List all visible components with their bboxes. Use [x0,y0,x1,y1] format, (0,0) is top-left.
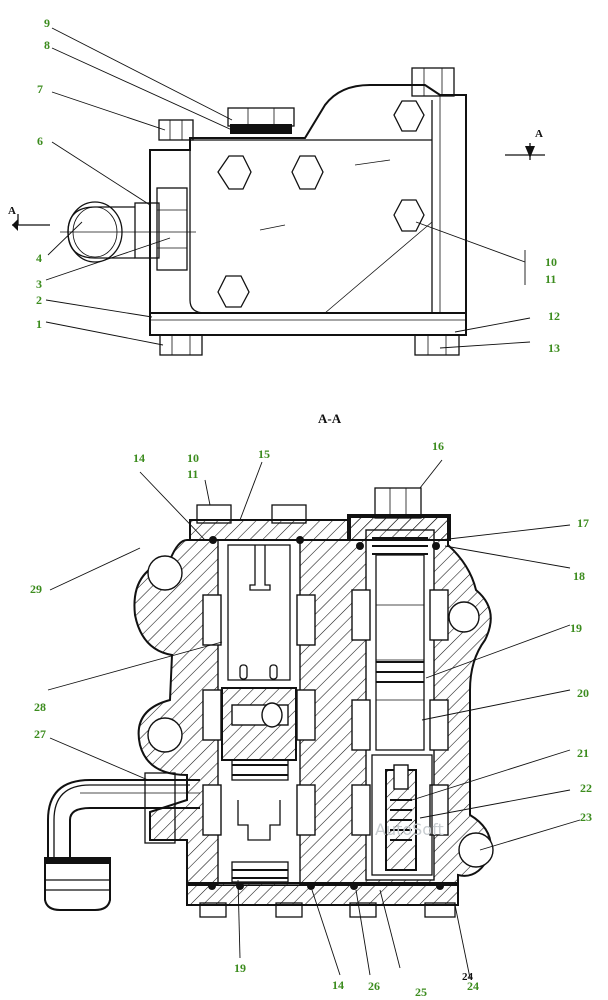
cover-bolt [271,504,307,524]
callout-20: 20 [577,686,589,700]
callout-7: 7 [37,82,43,96]
mount-hole [147,717,183,753]
base-plate [149,312,467,336]
callout-13: 13 [548,341,560,355]
callout-6: 6 [37,134,43,148]
valve-body-outline [149,84,467,314]
pipe-end-cap [44,857,111,911]
callout-11-section: 11 [187,467,198,481]
callout-19-bottom: 19 [234,961,246,975]
section-marker-left: A [8,205,16,217]
callout-12: 12 [548,309,560,323]
bottom-bolt-s [349,902,377,918]
spool-15 [227,544,291,681]
callout-2: 2 [36,293,42,307]
callout-4: 4 [36,251,42,265]
plug-16 [374,487,422,519]
cover-bolt [196,504,232,524]
callout-15: 15 [258,447,270,461]
fitting-body [134,202,160,259]
pipe-nut [144,772,176,844]
callout-19-right: 19 [570,621,582,635]
spring-19-upper [231,759,289,781]
callout-28: 28 [34,700,46,714]
nut-8 [227,107,295,127]
hex-bolt [217,275,250,308]
bottom-bolt [414,334,460,356]
bottom-bolt-s [199,902,227,918]
section-marker-right: A [535,128,543,140]
callout-labels: 9 8 7 6 4 3 2 1 10 11 12 13 14 10 11 15 … [30,16,592,999]
watermark: AutoSoft [375,820,444,839]
callout-10-section: 10 [187,451,199,465]
hex-bolt [217,155,252,190]
callout-18: 18 [573,569,585,583]
spring-19-right [376,661,424,683]
callout-25: 25 [415,985,427,999]
mount-hole [458,832,494,868]
callout-14-top: 14 [133,451,145,465]
mount-hole [147,555,183,591]
cover-plate [189,100,433,314]
callout-29: 29 [30,582,42,596]
section-title: A-A [318,411,342,426]
callout-26: 26 [368,979,380,993]
callout-22: 22 [580,781,592,795]
callout-17: 17 [577,516,589,530]
callout-24: 24 [467,979,479,993]
callout-24-partial: 24 [462,971,474,983]
fitting-nut [156,187,188,271]
callout-21: 21 [577,746,589,760]
bottom-bolt-s [275,902,303,918]
washer-8 [230,124,292,134]
top-view: A A [8,27,545,356]
callout-16: 16 [432,439,444,453]
mount-hole [448,601,480,633]
hex-bolt [393,100,425,132]
right-cover [347,514,451,541]
top-right-bolt [411,67,455,97]
top-bolt-head [158,119,194,141]
pipe-elbow [67,206,135,259]
hex-bolt [291,155,324,190]
callout-23: 23 [580,810,592,824]
callout-10: 10 [545,255,557,269]
bottom-bolt [159,334,203,356]
check-valve-housing [371,754,433,876]
section-view: A-A [44,411,581,979]
callout-8: 8 [44,38,50,52]
callout-1: 1 [36,317,42,331]
bottom-plate [186,882,459,906]
callout-14-bottom: 14 [332,978,344,992]
callout-9: 9 [44,16,50,30]
bottom-bolt-s [424,902,456,918]
hex-bolt [393,199,425,232]
callout-3: 3 [36,277,42,291]
callout-27: 27 [34,727,46,741]
callout-11: 11 [545,272,556,286]
